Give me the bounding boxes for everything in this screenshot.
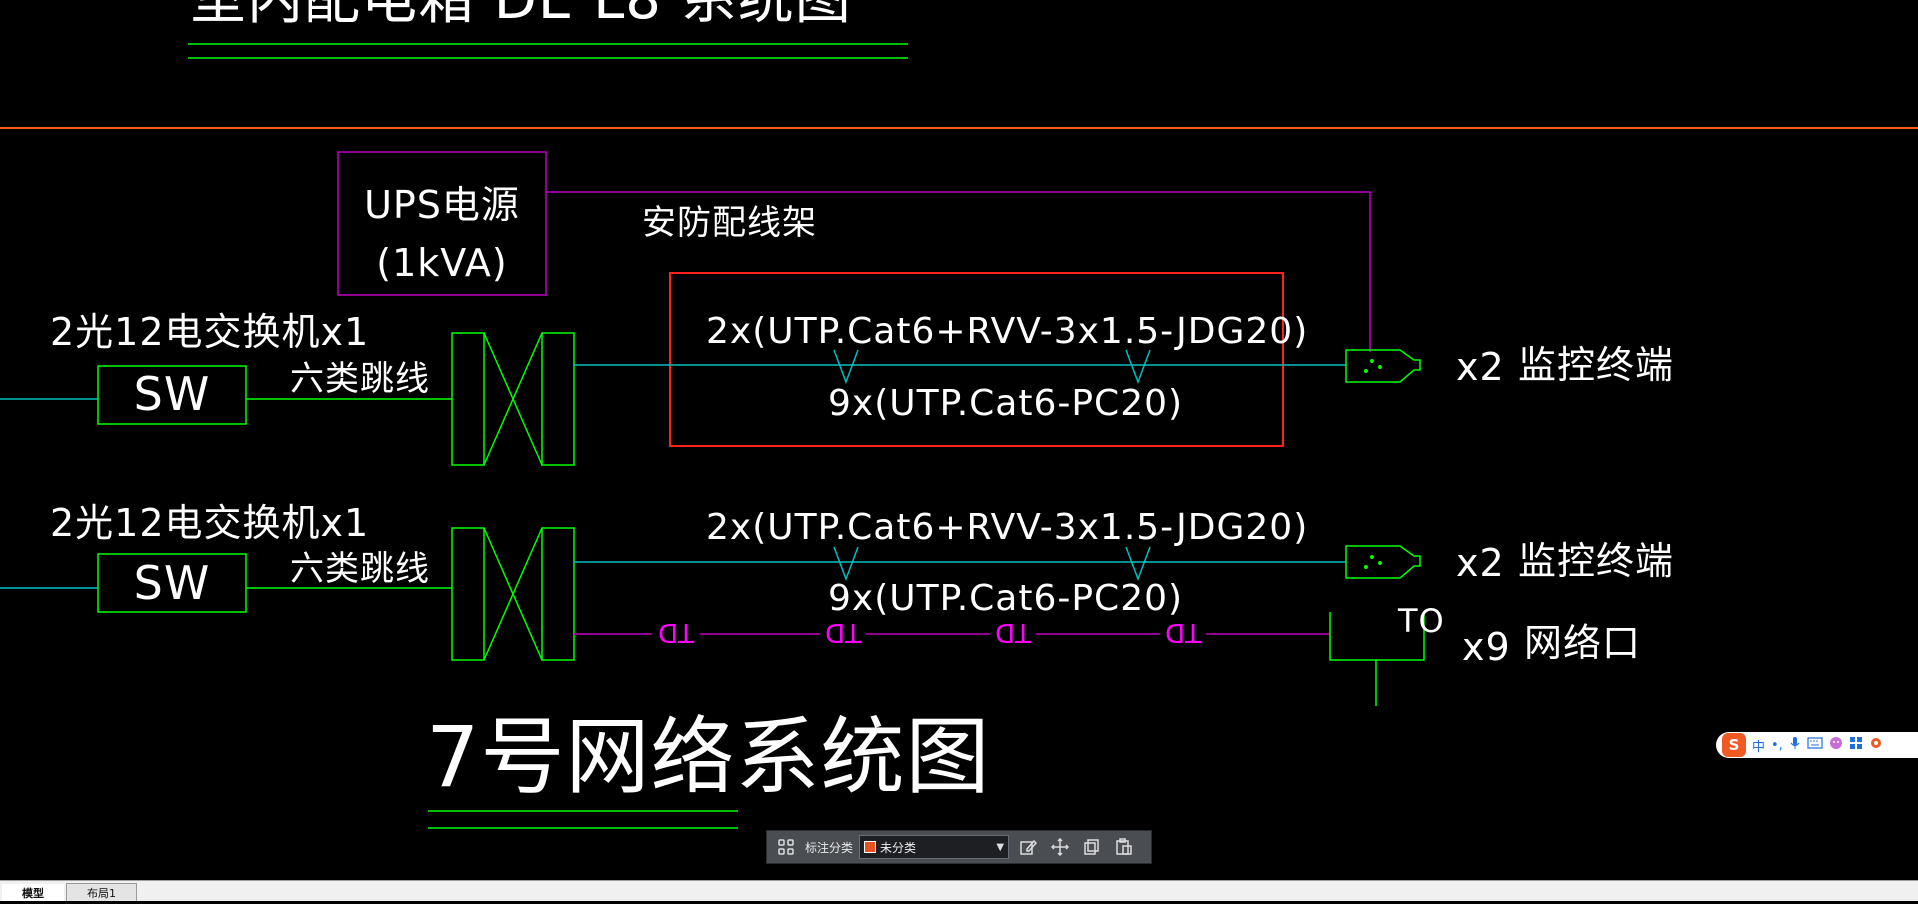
- switch-sw-1: SW: [134, 367, 211, 421]
- tab-model[interactable]: 模型: [2, 884, 64, 901]
- net-count: x9: [1462, 625, 1511, 669]
- copy-icon[interactable]: [1079, 834, 1105, 860]
- ups-capacity: (1kVA): [376, 241, 507, 285]
- switch-label-1: 2光12电交换机x1: [50, 310, 369, 354]
- terminal-count-2: x2: [1456, 541, 1505, 585]
- terminal-count-1: x2: [1456, 345, 1505, 389]
- camera-icon-1: [1345, 349, 1421, 383]
- patch-cross-b-2: [483, 527, 543, 661]
- switch-sw-2: SW: [134, 556, 211, 610]
- layout-tab-bar: 模型 布局1: [0, 880, 1918, 901]
- ime-toolbar: S 中 •,: [1716, 732, 1918, 758]
- td-mark-1: TD: [658, 617, 695, 647]
- outlet-to-label: TO: [1397, 602, 1445, 640]
- td-mark-3: TD: [995, 617, 1032, 647]
- grid-icon[interactable]: [1849, 736, 1863, 754]
- chevron-down-icon: ▼: [996, 841, 1005, 853]
- td-mark-4: TD: [1165, 617, 1202, 647]
- cable-spec-1-top: 2x(UTP.Cat6+RVV-3x1.5-JDG20): [706, 311, 1308, 352]
- switch-box-1: [97, 365, 247, 425]
- cable-mark-1a: [833, 349, 859, 385]
- ime-mode-toggle[interactable]: 中: [1752, 739, 1766, 755]
- terminal-label-1: 监控终端: [1518, 343, 1674, 387]
- patch-panel-right-2: [541, 527, 575, 661]
- patch-panel-left-2: [451, 527, 485, 661]
- cable-spec-2-top: 2x(UTP.Cat6+RVV-3x1.5-JDG20): [706, 507, 1308, 548]
- switch-label-2: 2光12电交换机x1: [50, 501, 369, 545]
- move-icon[interactable]: [1047, 834, 1073, 860]
- cable-mark-2a: [833, 546, 859, 582]
- patch-label-2: 六类跳线: [290, 549, 430, 589]
- category-color-swatch: [864, 841, 877, 853]
- patch-panel-right-1: [541, 332, 575, 466]
- camera-icon-2: [1345, 545, 1421, 579]
- selection-highlight-box[interactable]: [669, 272, 1284, 447]
- tab-layout1[interactable]: 布局1: [66, 883, 137, 901]
- net-label: 网络口: [1524, 621, 1641, 665]
- rack-label: 安防配线架: [642, 203, 817, 243]
- drawing-title-partial: 室内配电箱 DE L8 系统图: [190, 0, 852, 32]
- cable-mark-2b: [1125, 546, 1151, 582]
- network-outlet-box: [1329, 612, 1425, 661]
- grid-icon[interactable]: [773, 834, 799, 860]
- category-label: 标注分类: [805, 840, 854, 855]
- skin-icon[interactable]: [1829, 736, 1843, 754]
- ime-logo-icon[interactable]: S: [1722, 733, 1746, 757]
- patch-cross-b-1: [483, 332, 543, 466]
- category-dropdown[interactable]: 未分类 ▼: [859, 835, 1010, 859]
- ups-box: [337, 151, 547, 296]
- td-mark-2: TD: [825, 617, 862, 647]
- switch-box-2: [97, 553, 247, 613]
- ime-punct-toggle[interactable]: •,: [1771, 737, 1783, 753]
- terminal-label-2: 监控终端: [1518, 539, 1674, 583]
- diagram-title: 7号网络系统图: [426, 708, 990, 806]
- patch-panel-left-1: [451, 332, 485, 466]
- mic-icon[interactable]: [1789, 736, 1801, 754]
- category-selected-value: 未分类: [880, 840, 917, 855]
- cable-spec-2-bottom: 9x(UTP.Cat6-PC20): [828, 578, 1183, 619]
- annotation-toolbar: 标注分类 未分类 ▼: [766, 830, 1152, 864]
- patch-label-1: 六类跳线: [290, 359, 430, 399]
- keyboard-icon[interactable]: [1807, 737, 1823, 753]
- settings-icon[interactable]: [1869, 736, 1883, 754]
- cable-mark-1b: [1125, 349, 1151, 385]
- ups-label: UPS电源: [364, 183, 520, 227]
- cable-spec-1-bottom: 9x(UTP.Cat6-PC20): [828, 383, 1183, 424]
- edit-icon[interactable]: [1015, 834, 1041, 860]
- paste-icon[interactable]: [1111, 834, 1137, 860]
- ups-feed-line: [546, 191, 1371, 352]
